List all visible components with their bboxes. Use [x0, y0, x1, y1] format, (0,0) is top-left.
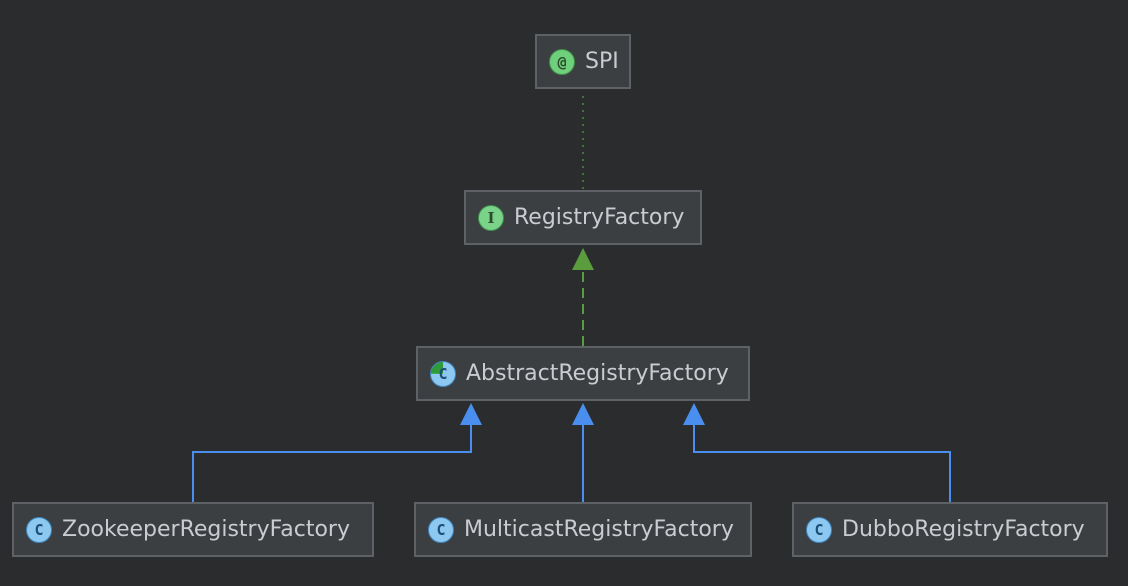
implements-arrowhead [572, 248, 594, 270]
node-abstract-registry-factory[interactable]: C AbstractRegistryFactory [416, 346, 750, 401]
node-abstract-registry-factory-label: AbstractRegistryFactory [466, 360, 729, 386]
abstract-class-glyph: C [438, 364, 448, 383]
interface-icon: I [478, 204, 504, 231]
node-registry-factory-label: RegistryFactory [514, 204, 685, 230]
node-multicast-registry-factory-label: MulticastRegistryFactory [464, 516, 734, 542]
node-zookeeper-registry-factory-label: ZookeeperRegistryFactory [62, 516, 350, 542]
extends-arrowhead-dubbo [683, 403, 705, 425]
extends-arrowhead-multicast [572, 403, 594, 425]
class-icon: C [428, 516, 454, 543]
node-dubbo-registry-factory[interactable]: C DubboRegistryFactory [792, 502, 1108, 557]
node-spi[interactable]: @ SPI [535, 34, 631, 89]
class-icon: C [806, 516, 832, 543]
class-icon: C [26, 516, 52, 543]
extends-arrowhead-zookeeper [460, 403, 482, 425]
node-zookeeper-registry-factory[interactable]: C ZookeeperRegistryFactory [12, 502, 374, 557]
annotation-icon: @ [549, 48, 575, 75]
extends-edge-dubbo [693, 425, 951, 502]
abstract-class-icon: C [430, 360, 456, 387]
node-registry-factory[interactable]: I RegistryFactory [464, 190, 702, 245]
abstract-marker-icon [431, 361, 443, 374]
node-spi-label: SPI [585, 48, 619, 74]
node-multicast-registry-factory[interactable]: C MulticastRegistryFactory [414, 502, 752, 557]
node-dubbo-registry-factory-label: DubboRegistryFactory [842, 516, 1085, 542]
extends-edge-zookeeper [192, 425, 472, 502]
